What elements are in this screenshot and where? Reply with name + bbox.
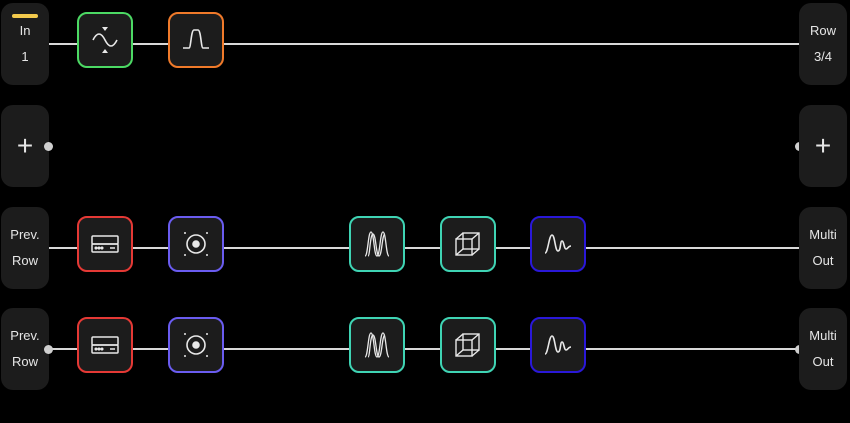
multi-out-button[interactable]: Multi Out xyxy=(799,207,847,289)
signal-row-1: In 1 Row 3/4 xyxy=(0,3,850,85)
row-label: Row xyxy=(11,253,38,268)
wave-block[interactable] xyxy=(349,216,405,272)
cube-icon xyxy=(455,333,480,357)
multi-out-button[interactable]: Multi Out xyxy=(799,308,847,390)
input-label: In xyxy=(19,23,31,38)
multi-label: Multi xyxy=(809,328,837,343)
prev-row-button[interactable]: Prev. Row xyxy=(1,207,49,289)
add-output-button[interactable]: + xyxy=(799,105,847,187)
signal-wire xyxy=(49,348,800,350)
filter-block[interactable] xyxy=(168,12,224,68)
connection-handle[interactable] xyxy=(44,345,53,354)
wave-block[interactable] xyxy=(349,317,405,373)
connection-handle[interactable] xyxy=(44,142,53,151)
pitch-shift-block[interactable] xyxy=(77,12,133,68)
resonance-block[interactable] xyxy=(530,216,586,272)
signal-row-3: Prev. Row xyxy=(0,207,850,289)
row-label: Row xyxy=(809,23,836,38)
speaker-block[interactable] xyxy=(168,317,224,373)
out-label: Out xyxy=(812,354,834,369)
add-input-button[interactable]: + xyxy=(1,105,49,187)
rack-unit-icon xyxy=(91,235,119,253)
input-button[interactable]: In 1 xyxy=(1,3,49,85)
resonance-block[interactable] xyxy=(530,317,586,373)
speaker-icon xyxy=(184,333,208,357)
prev-label: Prev. xyxy=(10,227,40,242)
multi-label: Multi xyxy=(809,227,837,242)
out-label: Out xyxy=(812,253,834,268)
rack-unit-icon xyxy=(91,336,119,354)
multi-wave-icon xyxy=(364,332,390,358)
input-number: 1 xyxy=(21,49,29,64)
signal-wire xyxy=(49,247,800,249)
plus-icon: + xyxy=(814,130,832,161)
multi-wave-icon xyxy=(364,231,390,257)
cube-block[interactable] xyxy=(440,317,496,373)
cube-icon xyxy=(455,232,480,256)
pitch-shift-icon xyxy=(92,27,118,53)
plus-icon: + xyxy=(16,130,34,161)
signal-row-2: + + xyxy=(0,105,850,187)
rack-block[interactable] xyxy=(77,317,133,373)
prev-label: Prev. xyxy=(10,328,40,343)
input-active-indicator xyxy=(12,14,38,18)
prev-row-button[interactable]: Prev. Row xyxy=(1,308,49,390)
row-label: Row xyxy=(11,354,38,369)
filter-icon xyxy=(183,29,209,49)
rack-block[interactable] xyxy=(77,216,133,272)
row-select-button[interactable]: Row 3/4 xyxy=(799,3,847,85)
resonance-wave-icon xyxy=(544,335,572,355)
signal-wire xyxy=(49,43,800,45)
row-number: 3/4 xyxy=(813,49,833,64)
resonance-wave-icon xyxy=(544,234,572,254)
signal-row-4: Prev. Row xyxy=(0,308,850,390)
speaker-icon xyxy=(184,232,208,256)
speaker-block[interactable] xyxy=(168,216,224,272)
cube-block[interactable] xyxy=(440,216,496,272)
